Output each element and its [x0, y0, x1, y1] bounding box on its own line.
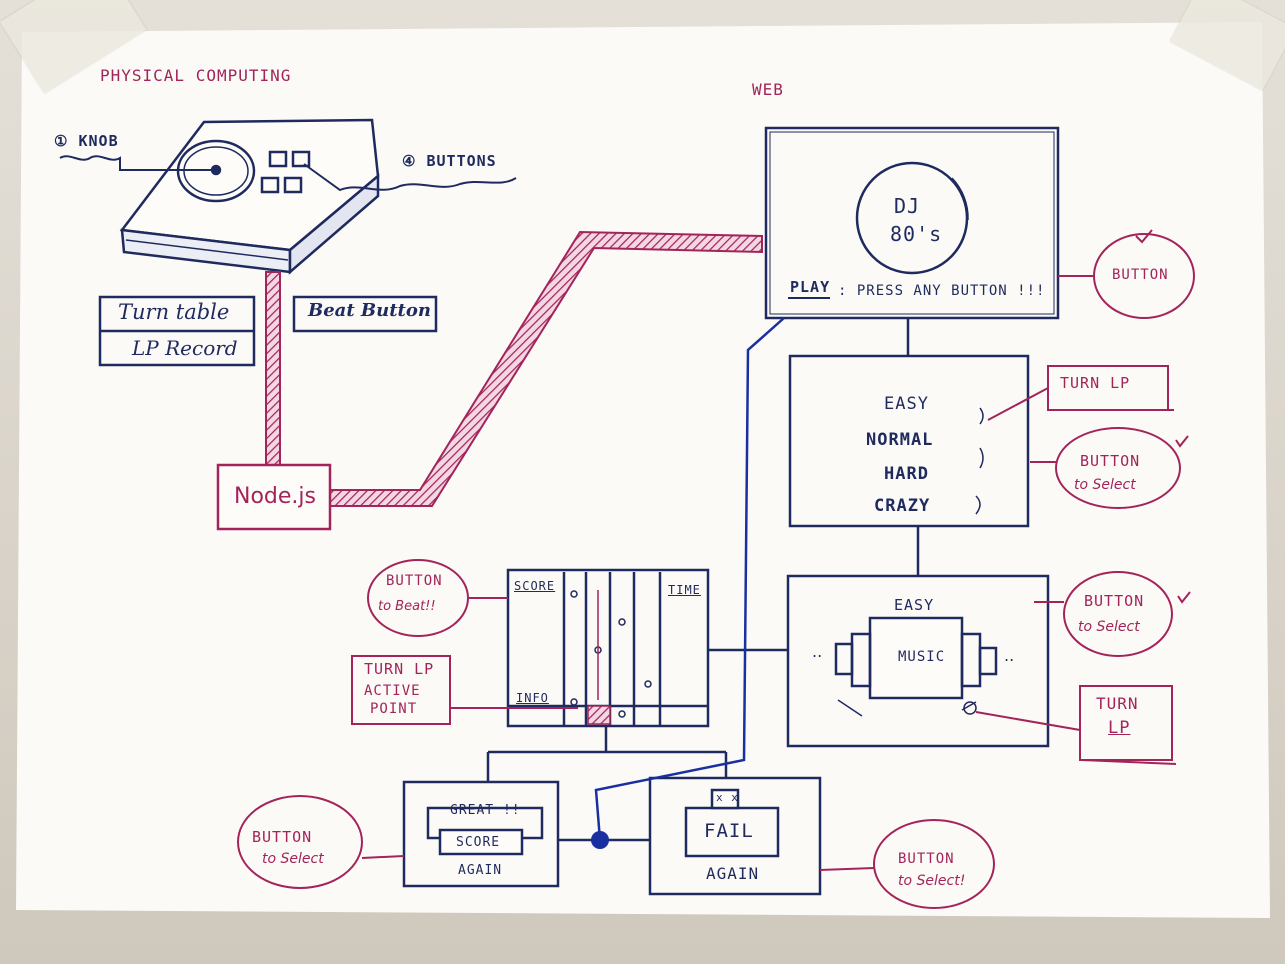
section-physical-computing: PHYSICAL COMPUTING: [100, 66, 292, 85]
note-active-point-c: POINT: [370, 701, 418, 717]
great-again: AGAIN: [458, 863, 503, 878]
note-turn-lp-1: TURN LP: [1060, 374, 1131, 392]
buttons-label: ④ BUTTONS: [402, 152, 497, 170]
controller-device: [59, 118, 517, 275]
legend-lp-record: LP Record: [132, 336, 238, 360]
level-hard: HARD: [884, 464, 929, 484]
web-screens: [402, 126, 1060, 896]
note-button: BUTTON: [1112, 267, 1169, 283]
music-dots-right: ..: [1004, 646, 1015, 665]
note-button-select-2b: to Select: [1078, 619, 1140, 635]
again-flow-line: [594, 317, 785, 841]
note-button-select-3b: to Select: [262, 851, 324, 867]
dj-logo-line2: 80's: [890, 222, 943, 246]
music-level: EASY: [894, 596, 935, 614]
legend-boxes: [98, 295, 438, 367]
magenta-notes: [237, 229, 1195, 909]
note-button-select-2a: BUTTON: [1084, 592, 1145, 610]
magenta-links: [216, 230, 763, 531]
great-score: SCORE: [456, 835, 501, 850]
note-active-point-a: TURN LP: [364, 660, 435, 678]
junction-dot: [591, 831, 609, 849]
fail-again: AGAIN: [706, 864, 760, 883]
level-normal: NORMAL: [866, 430, 934, 450]
level-easy: EASY: [884, 394, 929, 414]
section-web: WEB: [752, 80, 784, 99]
level-crazy: CRAZY: [874, 496, 931, 516]
music-card-label: MUSIC: [898, 649, 946, 665]
note-turn-lp-2a: TURN: [1096, 694, 1139, 713]
note-button-select-4a: BUTTON: [898, 851, 955, 867]
note-button-select-3a: BUTTON: [252, 828, 313, 846]
note-button-beat-b: to Beat!!: [378, 599, 436, 614]
game-time: TIME: [668, 583, 701, 597]
great-label: GREAT !!: [450, 803, 521, 818]
note-button-select-1b: to Select: [1074, 477, 1136, 493]
active-point-hatch: [587, 705, 611, 725]
play-label: PLAY: [790, 278, 831, 296]
knob-label: ① KNOB: [54, 132, 119, 150]
nodejs-label: Node.js: [234, 484, 316, 509]
game-info: INFO: [516, 691, 549, 705]
legend-beat-button: Beat Button: [308, 300, 431, 321]
note-active-point-b: ACTIVE: [364, 683, 421, 699]
note-button-select-1a: BUTTON: [1080, 452, 1141, 470]
nodejs-box: [216, 463, 332, 531]
fail-face: x x: [716, 791, 739, 804]
game-score: SCORE: [514, 579, 556, 593]
press-any-button: : PRESS ANY BUTTON !!!: [838, 283, 1046, 299]
legend-turntable: Turn table: [118, 300, 230, 324]
note-turn-lp-2b: LP: [1108, 718, 1131, 738]
dj-logo-line1: DJ: [894, 194, 921, 218]
note-button-beat-a: BUTTON: [386, 573, 443, 589]
music-dots-left: ..: [812, 642, 823, 661]
note-button-select-4b: to Select!: [898, 873, 966, 889]
fail-label: FAIL: [704, 820, 754, 842]
